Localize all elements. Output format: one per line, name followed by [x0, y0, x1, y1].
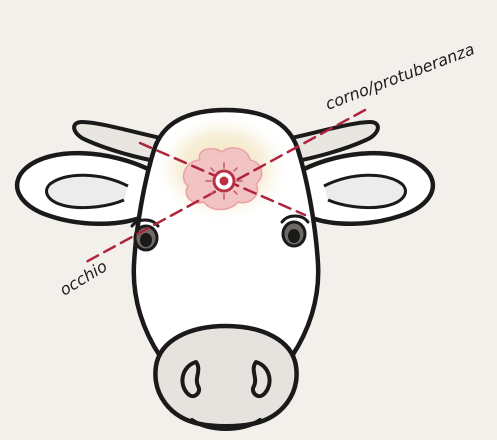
left-ear	[17, 153, 150, 224]
right-ear	[302, 153, 433, 224]
crosshair-target-icon	[206, 163, 242, 199]
muzzle	[155, 326, 296, 426]
label-horn: corno/protuberanza	[323, 39, 477, 113]
label-eye: occhio	[56, 256, 110, 299]
